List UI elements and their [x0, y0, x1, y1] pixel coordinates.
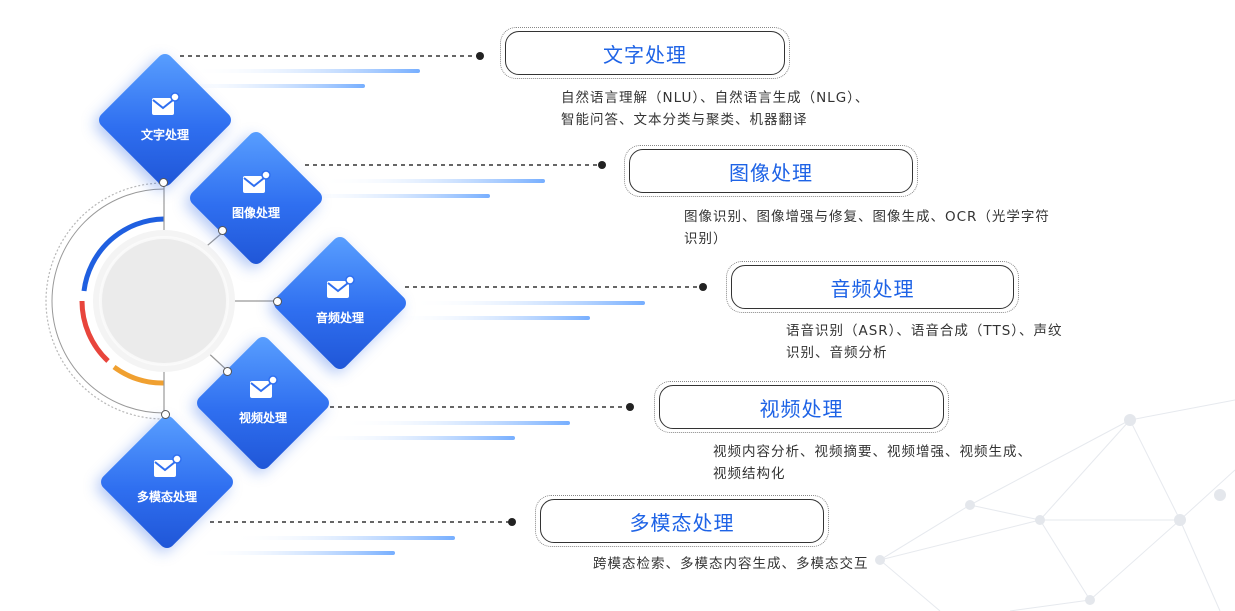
- desc-line: 识别、音频分析: [786, 345, 888, 361]
- diamond-text[interactable]: 文字处理: [95, 50, 235, 190]
- title-box-audio: 音频处理: [726, 261, 1019, 313]
- diamond-label: 多模态处理: [136, 489, 197, 504]
- diamond-audio[interactable]: 音频处理: [270, 233, 410, 373]
- desc-line: 自然语言理解（NLU）、自然语言生成（NLG）、: [561, 90, 870, 106]
- handle-video: [223, 367, 232, 376]
- diamond-video[interactable]: 视频处理: [193, 333, 333, 473]
- diamond-label: 音频处理: [315, 310, 364, 325]
- branch-title: 多模态处理: [629, 510, 735, 535]
- title-box-multimodal: 多模态处理: [535, 495, 829, 547]
- branch-title: 音频处理: [830, 276, 915, 301]
- diamond-multimodal[interactable]: 多模态处理: [97, 412, 237, 552]
- desc-line: 图像识别、图像增强与修复、图像生成、OCR（光学字符: [684, 209, 1050, 225]
- desc-line: 识别）: [684, 231, 728, 247]
- branch-title: 图像处理: [729, 160, 813, 185]
- diamond-label: 文字处理: [140, 127, 189, 142]
- diamond-image[interactable]: 图像处理: [186, 128, 326, 268]
- diamond-label: 图像处理: [231, 205, 280, 220]
- mail-icon: [327, 274, 355, 298]
- desc-audio: 语音识别（ASR）、语音合成（TTS）、声纹 识别、音频分析: [786, 320, 1063, 364]
- desc-line: 视频结构化: [713, 466, 786, 482]
- mail-icon: [152, 91, 180, 115]
- handle-text: [159, 178, 168, 187]
- desc-multimodal: 跨模态检索、多模态内容生成、多模态交互: [593, 553, 869, 575]
- title-box-text: 文字处理: [500, 27, 790, 79]
- desc-image: 图像识别、图像增强与修复、图像生成、OCR（光学字符 识别）: [684, 206, 1050, 250]
- title-box-video: 视频处理: [654, 381, 949, 433]
- mail-icon: [243, 169, 271, 193]
- diamond-label: 视频处理: [238, 410, 287, 425]
- handle-audio: [273, 297, 282, 306]
- branch-title: 文字处理: [603, 42, 687, 67]
- branch-title: 视频处理: [759, 396, 844, 421]
- desc-text: 自然语言理解（NLU）、自然语言生成（NLG）、 智能问答、文本分类与聚类、机器…: [561, 87, 869, 131]
- handle-multimodal: [161, 410, 170, 419]
- desc-video: 视频内容分析、视频摘要、视频增强、视频生成、 视频结构化: [713, 441, 1032, 485]
- handle-image: [218, 226, 227, 235]
- mail-icon: [250, 374, 278, 398]
- desc-line: 视频内容分析、视频摘要、视频增强、视频生成、: [713, 444, 1032, 460]
- desc-line: 语音识别（ASR）、语音合成（TTS）、声纹: [786, 323, 1063, 339]
- mail-icon: [154, 453, 182, 477]
- desc-line: 跨模态检索、多模态内容生成、多模态交互: [593, 556, 869, 572]
- title-box-image: 图像处理: [624, 145, 918, 197]
- desc-line: 智能问答、文本分类与聚类、机器翻译: [561, 112, 808, 128]
